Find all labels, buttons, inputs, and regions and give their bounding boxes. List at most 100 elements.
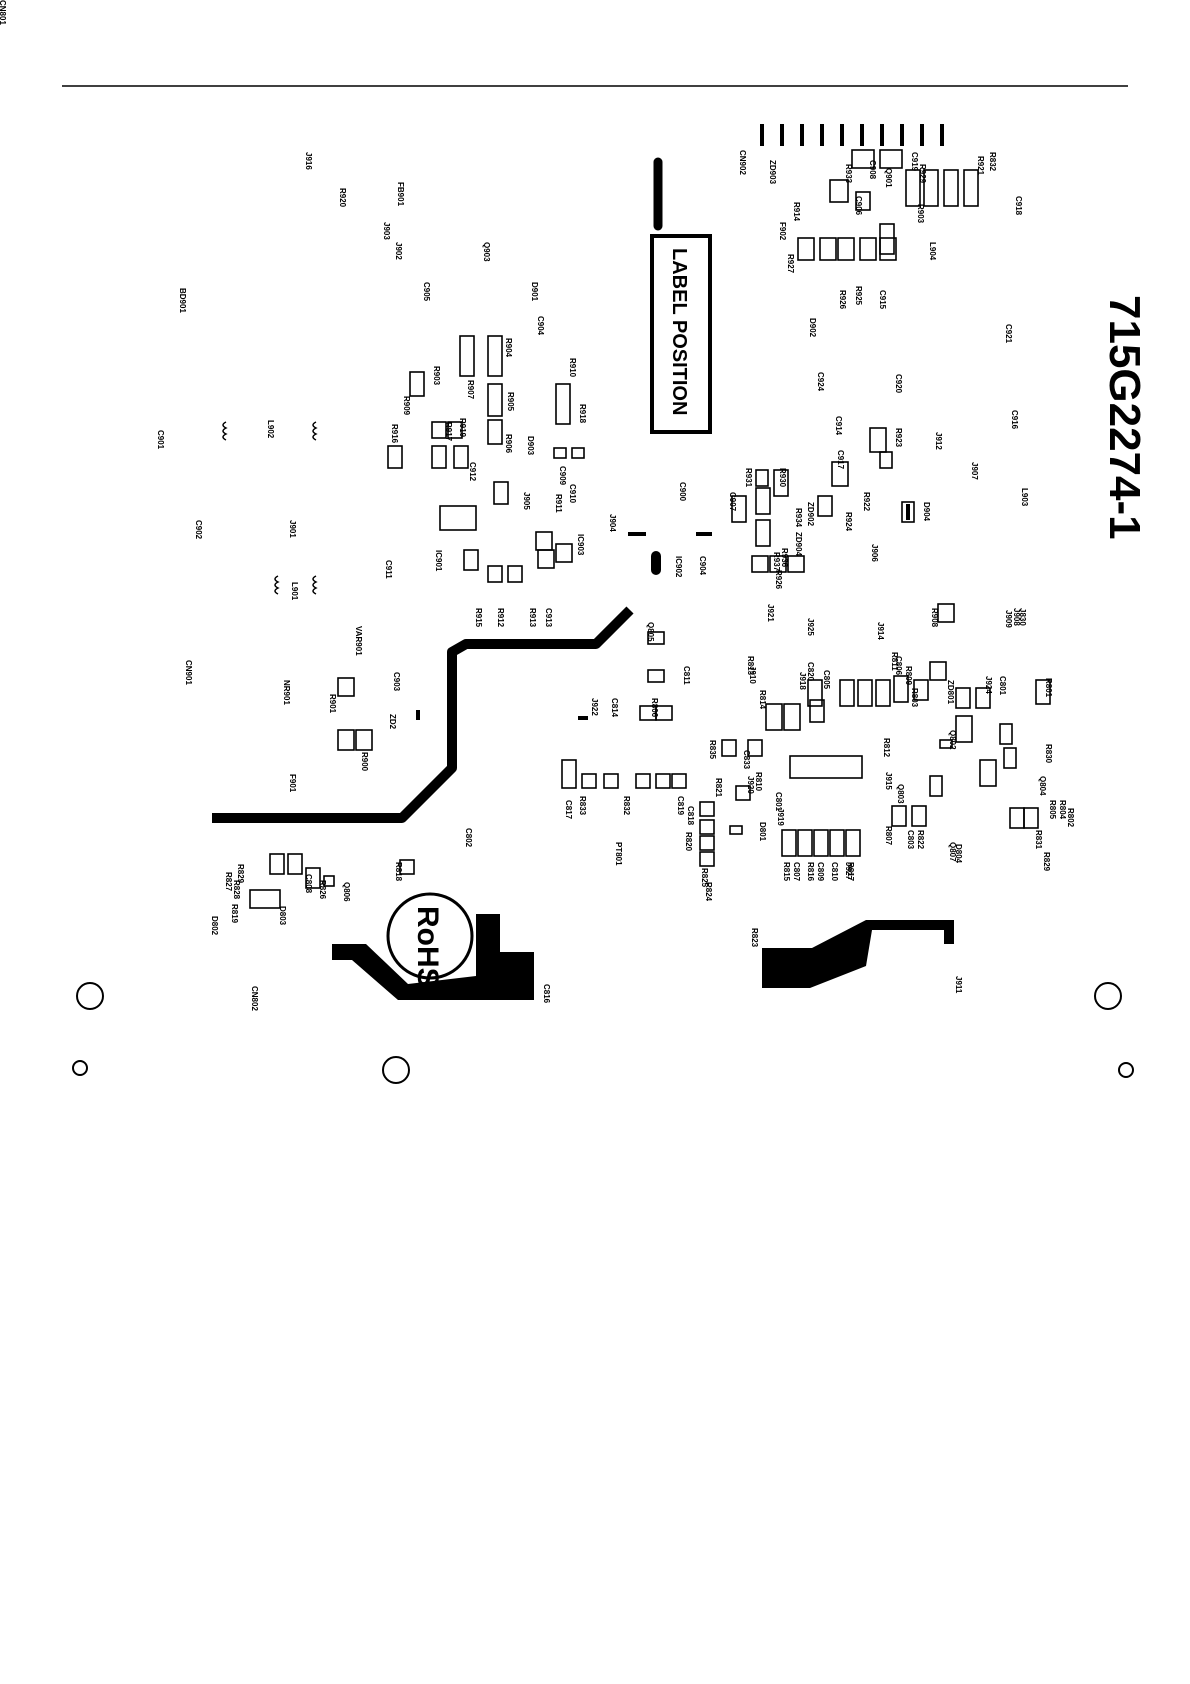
pad — [813, 829, 829, 857]
ref-label: D902 — [808, 318, 817, 338]
ref-label: Q805 — [646, 622, 655, 642]
pad — [769, 555, 787, 573]
ref-label: R922 — [862, 492, 871, 512]
pad — [845, 829, 861, 857]
ref-label: J914 — [876, 622, 885, 640]
ref-label: C817 — [564, 800, 573, 820]
ref-label: R809 — [904, 666, 913, 686]
pad — [387, 445, 403, 469]
pad — [773, 469, 789, 497]
pad — [943, 169, 959, 207]
pad — [747, 739, 763, 757]
ref-label: R909 — [402, 396, 411, 416]
heavy-traces — [212, 606, 634, 823]
ref-label: R900 — [360, 752, 369, 772]
ref-label: R910 — [568, 358, 577, 378]
ref-label: R814 — [758, 690, 767, 710]
ref-label: C833 — [742, 750, 751, 770]
pad — [699, 835, 715, 851]
pad — [955, 715, 973, 743]
ref-label: R823 — [750, 928, 759, 948]
ref-label: R923 — [894, 428, 903, 448]
ref-label: C806 — [894, 656, 903, 676]
ref-label: R828 — [232, 880, 241, 900]
ref-label: R929 — [918, 164, 927, 184]
pad — [975, 687, 991, 709]
pad — [929, 661, 947, 681]
pad — [355, 729, 373, 751]
ref-label: C811 — [682, 666, 691, 685]
ref-label: J925 — [806, 618, 815, 636]
ref-label: R924 — [844, 512, 853, 532]
ref-label: R821 — [714, 778, 723, 798]
pad — [459, 335, 475, 377]
ref-label: C914 — [834, 416, 843, 436]
pad — [699, 851, 715, 867]
ref-label: C912 — [468, 462, 477, 482]
ref-label: FB901 — [396, 182, 405, 207]
pad — [913, 679, 929, 701]
pad — [789, 755, 863, 779]
ref-label: Q903 — [482, 242, 491, 262]
ref-label: R822 — [916, 830, 925, 850]
pad — [923, 169, 939, 207]
ref-label: R930 — [778, 468, 787, 488]
ref-label: C809 — [816, 862, 825, 882]
ref-label: R829 — [236, 864, 245, 884]
ref-label: J902 — [394, 242, 403, 260]
pad — [891, 805, 907, 827]
ref-label: R925 — [854, 286, 863, 306]
ref-label: IC901 — [434, 550, 443, 572]
pad — [979, 759, 997, 787]
ref-label: R816 — [806, 862, 815, 882]
pad — [955, 687, 971, 709]
ref-label: ZD903 — [768, 160, 777, 185]
ref-label: BD901 — [178, 288, 187, 313]
ref-label: C802 — [464, 828, 473, 848]
ref-label: J907 — [970, 462, 979, 480]
ref-label: L901 — [290, 582, 299, 601]
pad — [893, 675, 909, 703]
ref-label: R919 — [458, 418, 467, 438]
ref-label: C902 — [194, 520, 203, 540]
ref-label: C905 — [422, 282, 431, 302]
ref-label: J918 — [798, 672, 807, 690]
ref-label: D801 — [758, 822, 767, 842]
pad — [1009, 807, 1025, 829]
ref-label: VAR901 — [354, 626, 363, 656]
ref-label: J908 — [1012, 608, 1021, 626]
ref-label: J912 — [934, 432, 943, 450]
ref-label: D901 — [530, 282, 539, 302]
ref-label: R802 — [1066, 808, 1075, 828]
ref-label: R832 — [988, 152, 997, 172]
ref-label: C915 — [878, 290, 887, 310]
rohs-text: RoHS — [411, 906, 444, 988]
ref-label: C909 — [558, 466, 567, 486]
ref-label: J903 — [382, 222, 391, 240]
ref-label: CN902 — [738, 150, 747, 175]
ref-label: ZD902 — [806, 502, 815, 527]
ref-label: C910 — [568, 484, 577, 504]
ref-label: PT801 — [614, 842, 623, 866]
pad — [721, 739, 737, 757]
pad — [287, 853, 303, 875]
ref-label: R831 — [1034, 830, 1043, 850]
pad — [453, 445, 469, 469]
ref-label: ZD801 — [946, 680, 955, 705]
pad — [911, 805, 927, 827]
ref-label: R903 — [916, 204, 925, 224]
pad — [755, 487, 771, 515]
ref-label: R916 — [390, 424, 399, 444]
pad — [647, 669, 665, 683]
pad — [797, 237, 815, 261]
ref-label: R827 — [224, 872, 233, 892]
copper-pour-left — [332, 914, 534, 1000]
pad — [655, 705, 673, 721]
pad — [655, 773, 671, 789]
ref-label: R920 — [338, 188, 347, 208]
pad — [399, 859, 415, 875]
ref-label: C816 — [542, 984, 551, 1004]
ref-label: J924 — [984, 676, 993, 694]
ref-label: C819 — [676, 796, 685, 816]
